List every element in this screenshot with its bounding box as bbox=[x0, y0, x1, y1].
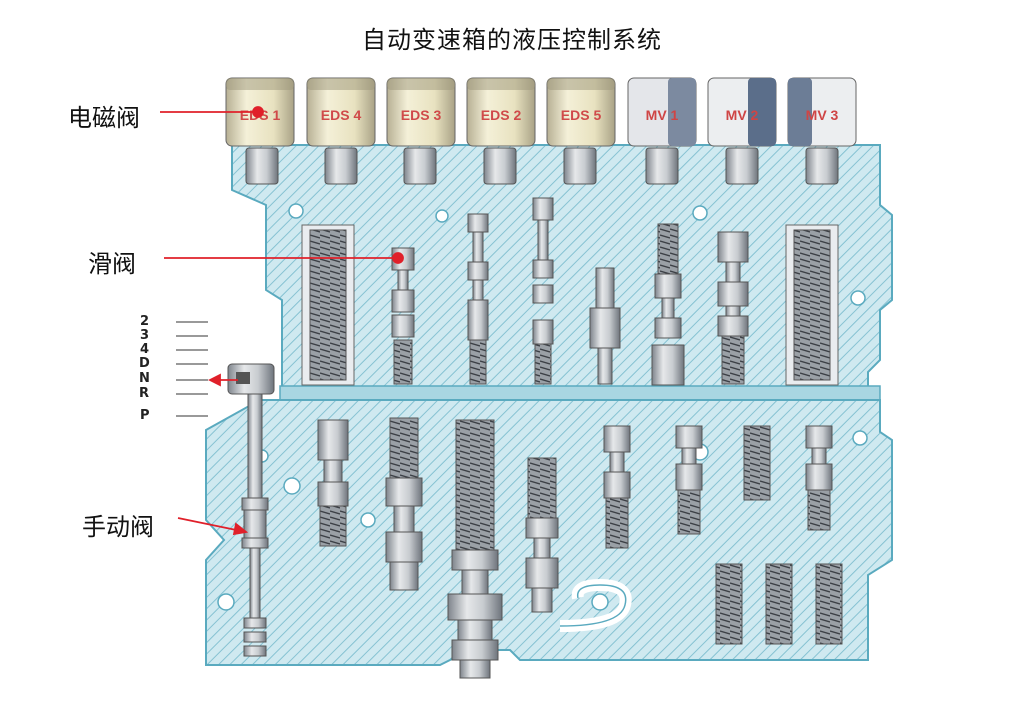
diagram-title: 自动变速箱的液压控制系统 bbox=[362, 26, 662, 54]
solenoid-label-eds-5: EDS 5 bbox=[561, 107, 602, 123]
solenoid-label-eds-2: EDS 2 bbox=[481, 107, 522, 123]
solenoid-label-mv-1: MV 1 bbox=[646, 107, 679, 123]
solenoid-eds-3: EDS 3 bbox=[386, 77, 456, 147]
solenoid-label: 电磁阀 bbox=[68, 104, 140, 132]
manual-valve bbox=[227, 363, 275, 657]
solenoid-eds-2: EDS 2 bbox=[466, 77, 536, 147]
solenoid-eds-5: EDS 5 bbox=[546, 77, 616, 147]
slide-valve-label: 滑阀 bbox=[88, 250, 136, 278]
solenoid-stems bbox=[245, 147, 839, 185]
solenoid-eds-4: EDS 4 bbox=[306, 77, 376, 147]
solenoid-label-mv-3: MV 3 bbox=[806, 107, 839, 123]
solenoid-mv-2: MV 2 bbox=[707, 77, 777, 147]
solenoid-mv-1: MV 1 bbox=[627, 77, 697, 147]
gear-2: 2 bbox=[140, 314, 150, 329]
gear-4: 4 bbox=[140, 342, 150, 357]
gear-position-lines bbox=[176, 321, 208, 417]
gear-n: N bbox=[139, 371, 150, 386]
solenoid-label-eds-4: EDS 4 bbox=[321, 107, 362, 123]
oil-holes bbox=[217, 203, 868, 611]
gear-3: 3 bbox=[140, 328, 150, 343]
solenoid-label-eds-3: EDS 3 bbox=[401, 107, 442, 123]
upper-valves bbox=[301, 197, 839, 386]
gear-p: P bbox=[140, 408, 150, 423]
solenoid-label-mv-2: MV 2 bbox=[726, 107, 759, 123]
lower-valves bbox=[317, 417, 843, 679]
gear-d: D bbox=[139, 356, 150, 371]
manual-valve-label: 手动阀 bbox=[82, 513, 154, 541]
gear-r: R bbox=[139, 386, 150, 401]
solenoid-mv-3: MV 3 bbox=[787, 77, 857, 147]
pointers bbox=[160, 106, 404, 536]
